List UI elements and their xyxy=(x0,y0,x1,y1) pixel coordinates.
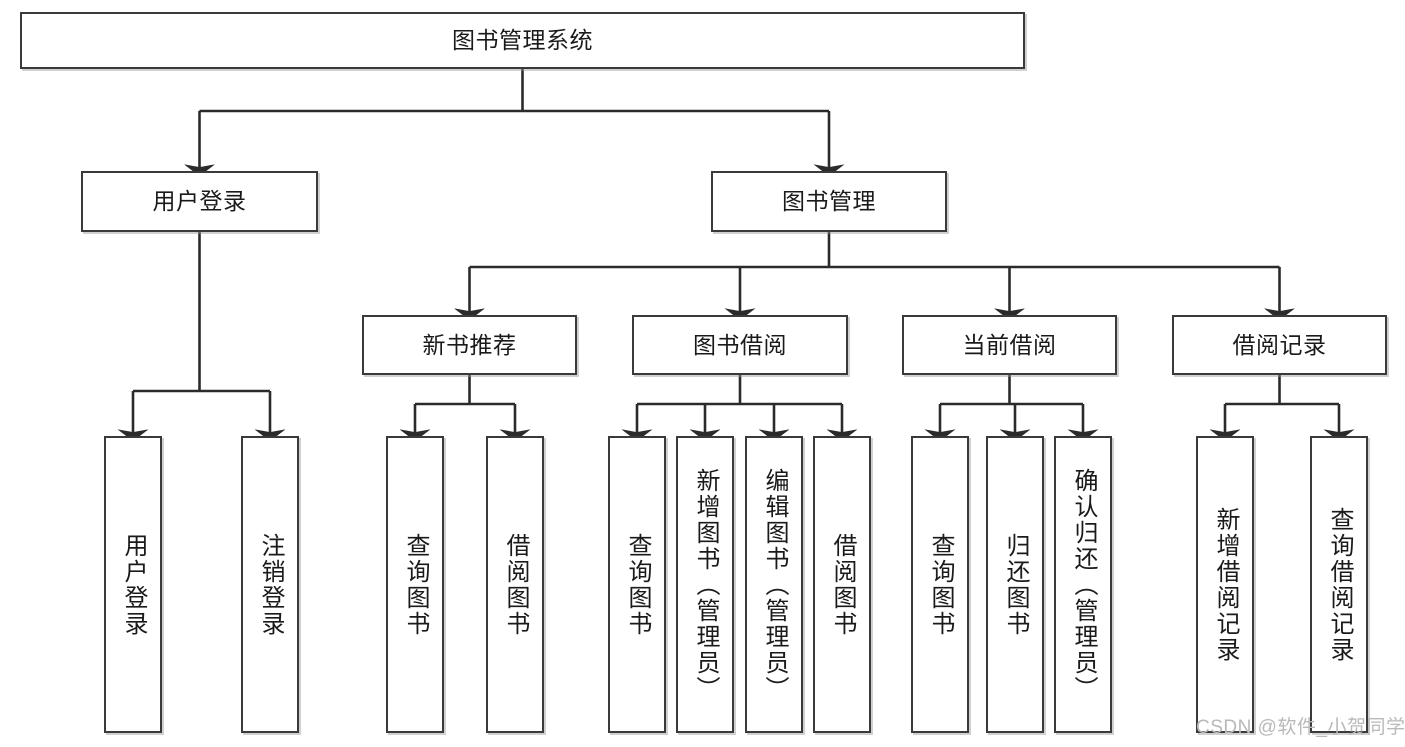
node-book-borrow-label: 图书借阅 xyxy=(693,331,787,358)
node-leaf-user-login-label: 用户登录 xyxy=(119,532,147,637)
node-leaf-query-book-3[interactable]: 查询图书 xyxy=(911,436,969,733)
node-new-book-recommend[interactable]: 新书推荐 xyxy=(362,315,577,375)
node-root[interactable]: 图书管理系统 xyxy=(20,12,1025,69)
node-leaf-query-book-1[interactable]: 查询图书 xyxy=(386,436,444,733)
node-leaf-return-book[interactable]: 归还图书 xyxy=(986,436,1044,733)
node-borrow-record[interactable]: 借阅记录 xyxy=(1172,315,1387,375)
csdn-watermark: CSDN @软件_小贺同学 xyxy=(1196,717,1405,738)
node-leaf-query-book-2-label: 查询图书 xyxy=(623,532,651,637)
node-leaf-confirm-return[interactable]: 确认归还（管理员） xyxy=(1054,436,1112,733)
node-leaf-logout[interactable]: 注销登录 xyxy=(241,436,299,733)
node-leaf-logout-label: 注销登录 xyxy=(256,532,284,637)
node-user-login-label: 用户登录 xyxy=(152,188,247,215)
node-leaf-borrow-book-1-label: 借阅图书 xyxy=(501,532,529,637)
node-leaf-add-book-label: 新增图书（管理员） xyxy=(691,467,719,702)
node-leaf-query-book-3-label: 查询图书 xyxy=(926,532,954,637)
node-current-borrow-label: 当前借阅 xyxy=(962,331,1057,358)
node-book-borrow[interactable]: 图书借阅 xyxy=(632,315,848,375)
node-book-manage[interactable]: 图书管理 xyxy=(711,171,947,232)
node-leaf-add-record[interactable]: 新增借阅记录 xyxy=(1196,436,1254,733)
node-current-borrow[interactable]: 当前借阅 xyxy=(902,315,1117,375)
node-leaf-query-book-1-label: 查询图书 xyxy=(401,532,429,637)
node-leaf-edit-book-label: 编辑图书（管理员） xyxy=(760,467,788,702)
node-root-label: 图书管理系统 xyxy=(452,27,593,54)
node-leaf-edit-book[interactable]: 编辑图书（管理员） xyxy=(745,436,803,733)
node-leaf-borrow-book-2[interactable]: 借阅图书 xyxy=(813,436,871,733)
node-leaf-confirm-return-label: 确认归还（管理员） xyxy=(1069,467,1097,702)
node-leaf-query-book-2[interactable]: 查询图书 xyxy=(608,436,666,733)
node-leaf-add-record-label: 新增借阅记录 xyxy=(1211,506,1239,663)
node-leaf-user-login[interactable]: 用户登录 xyxy=(104,436,162,733)
node-leaf-return-book-label: 归还图书 xyxy=(1001,532,1029,637)
node-new-book-recommend-label: 新书推荐 xyxy=(422,331,517,358)
node-leaf-query-record[interactable]: 查询借阅记录 xyxy=(1310,436,1368,733)
node-leaf-borrow-book-2-label: 借阅图书 xyxy=(828,532,856,637)
node-leaf-query-record-label: 查询借阅记录 xyxy=(1325,506,1353,663)
node-book-manage-label: 图书管理 xyxy=(782,188,876,215)
node-borrow-record-label: 借阅记录 xyxy=(1232,331,1327,358)
node-leaf-borrow-book-1[interactable]: 借阅图书 xyxy=(486,436,544,733)
node-user-login[interactable]: 用户登录 xyxy=(81,171,318,232)
node-leaf-add-book[interactable]: 新增图书（管理员） xyxy=(676,436,734,733)
